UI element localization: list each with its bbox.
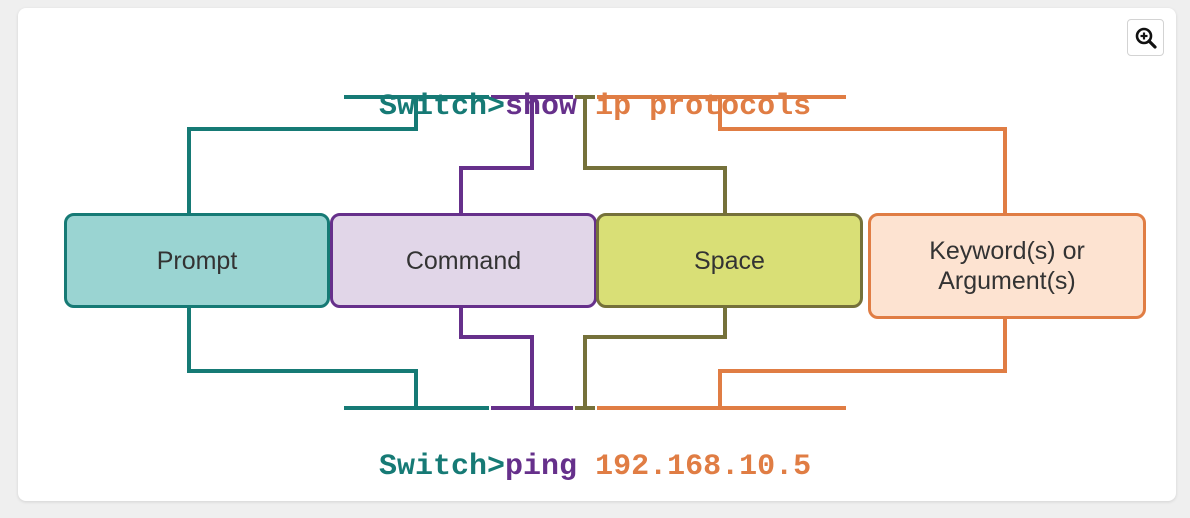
zoom-in-icon (1135, 27, 1157, 49)
command-box-label: Command (405, 246, 522, 275)
zoom-button[interactable] (1127, 19, 1164, 56)
keyword-connector-bottom (718, 318, 1007, 408)
prompt-connector-bottom (187, 308, 418, 408)
bottom-prompt-text: Switch> (379, 450, 506, 484)
space-box: Space (596, 213, 863, 308)
keyword-box: Keyword(s) or Argument(s) (868, 213, 1146, 319)
space-connector-bottom (583, 308, 727, 408)
space-connector-top (583, 97, 727, 214)
top-space-text (577, 90, 595, 124)
space-box-label: Space (694, 246, 765, 275)
command-box: Command (330, 213, 597, 308)
bottom-space-text (577, 450, 595, 484)
keyword-box-label-line1: Keyword(s) or (929, 237, 1085, 265)
top-argument-text: ip protocols (595, 90, 812, 124)
top-command-line: Switch>show ip protocols (343, 56, 811, 124)
prompt-box-label: Prompt (156, 246, 238, 275)
bottom-command-text: ping (505, 450, 578, 484)
bottom-command-line: Switch>ping 192.168.10.5 (343, 416, 811, 484)
top-command-text: show (505, 90, 578, 124)
command-connector-top (459, 97, 534, 214)
keyword-box-label-line2: Argument(s) (938, 267, 1076, 295)
keyword-connector-top (718, 97, 1007, 214)
prompt-connector-top (187, 97, 418, 214)
prompt-box: Prompt (64, 213, 330, 308)
bottom-argument-text: 192.168.10.5 (595, 450, 812, 484)
top-prompt-text: Switch> (379, 90, 506, 124)
command-connector-bottom (459, 308, 534, 408)
